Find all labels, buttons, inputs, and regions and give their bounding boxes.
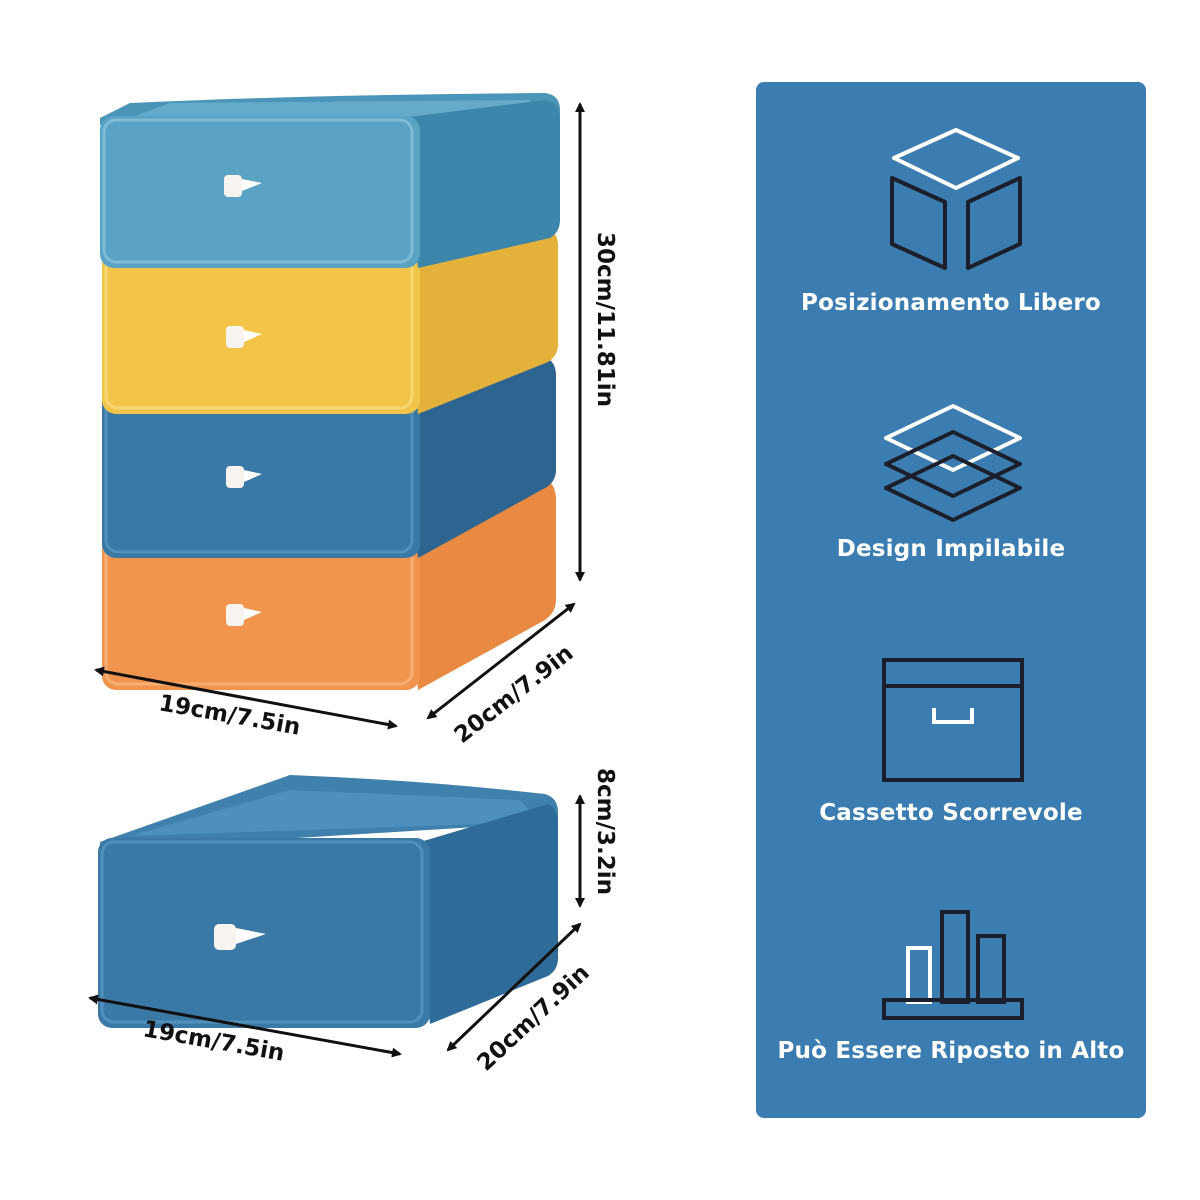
- feature-label-4: Può Essere Riposto in Alto: [777, 1038, 1125, 1064]
- stack-width-label: 19cm/7.5in: [157, 690, 302, 740]
- handle-blue: [226, 466, 244, 488]
- handle-single: [214, 924, 236, 950]
- single-width-arrow: [88, 994, 402, 1058]
- handle-yellow: [226, 326, 244, 348]
- drawer-blue: [102, 356, 556, 558]
- feature-label-1: Posizionamento Libero: [801, 290, 1101, 316]
- handle-teal: [224, 175, 242, 197]
- feature-label-2: Design Impilabile: [836, 536, 1066, 562]
- drawer-icon: [882, 658, 1024, 782]
- handle-orange: [226, 604, 244, 626]
- open-box-icon: [890, 128, 1022, 270]
- stack-height-label: 30cm/11.81in: [592, 232, 618, 407]
- layers-icon: [884, 404, 1022, 522]
- features-panel: Posizionamento Libero Design Impilabile …: [756, 82, 1146, 1118]
- stack-width-arrow: [94, 666, 398, 730]
- books-icon: [882, 910, 1024, 1020]
- drawer-yellow: [102, 226, 558, 414]
- drawer-teal: [100, 100, 560, 268]
- drawer-stack: [100, 93, 560, 690]
- single-drawer: [98, 775, 558, 1028]
- feature-label-3: Cassetto Scorrevole: [819, 800, 1083, 826]
- stack-depth-arrow: [426, 602, 576, 720]
- single-depth-arrow: [446, 922, 582, 1052]
- single-height-label: 8cm/3.2in: [592, 768, 618, 895]
